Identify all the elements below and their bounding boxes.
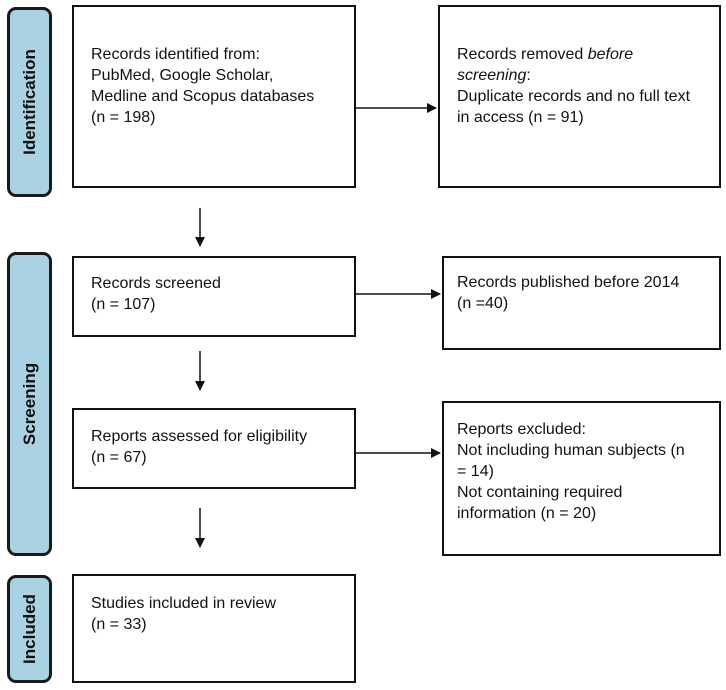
assessed-line-2: (n = 67) xyxy=(91,449,147,466)
removed-line-2: screening: xyxy=(457,67,531,84)
removed-line-3: Duplicate records and no full text xyxy=(457,88,691,105)
identified-line-1: Records identified from: xyxy=(91,46,260,63)
box-reports-assessed: Reports assessed for eligibility (n = 67… xyxy=(72,408,356,489)
identified-line-3: Medline and Scopus databases xyxy=(91,88,315,105)
box-records-screened: Records screened (n = 107) xyxy=(72,256,356,337)
published-line-1: Records published before 2014 xyxy=(457,274,680,291)
excluded-line-4: Not containing required xyxy=(457,484,623,501)
published-line-2: (n =40) xyxy=(457,295,509,312)
phase-included: Included xyxy=(7,575,52,683)
screened-line-2: (n = 107) xyxy=(91,296,156,313)
phase-screening: Screening xyxy=(7,252,52,556)
removed-line-4: in access (n = 91) xyxy=(457,109,584,126)
identified-line-2: PubMed, Google Scholar, xyxy=(91,67,274,84)
box-records-published-before: Records published before 2014 (n =40) xyxy=(442,256,721,350)
box-records-identified: Records identified from: PubMed, Google … xyxy=(72,5,356,188)
phase-identification: Identification xyxy=(7,7,52,197)
excluded-line-1: Reports excluded: xyxy=(457,421,586,438)
identified-line-4: (n = 198) xyxy=(91,109,156,126)
assessed-line-1: Reports assessed for eligibility xyxy=(91,428,308,445)
included-line-2: (n = 33) xyxy=(91,616,147,633)
excluded-line-3: = 14) xyxy=(457,463,494,480)
box-records-removed: Records removed before screening: Duplic… xyxy=(438,5,721,188)
removed-line-1: Records removed before xyxy=(457,46,634,63)
box-studies-included: Studies included in review (n = 33) xyxy=(72,574,356,683)
screened-line-1: Records screened xyxy=(91,275,221,292)
excluded-line-2: Not including human subjects (n xyxy=(457,442,685,459)
box-reports-excluded: Reports excluded: Not including human su… xyxy=(442,401,721,556)
included-line-1: Studies included in review xyxy=(91,595,276,612)
excluded-line-5: information (n = 20) xyxy=(457,505,597,522)
